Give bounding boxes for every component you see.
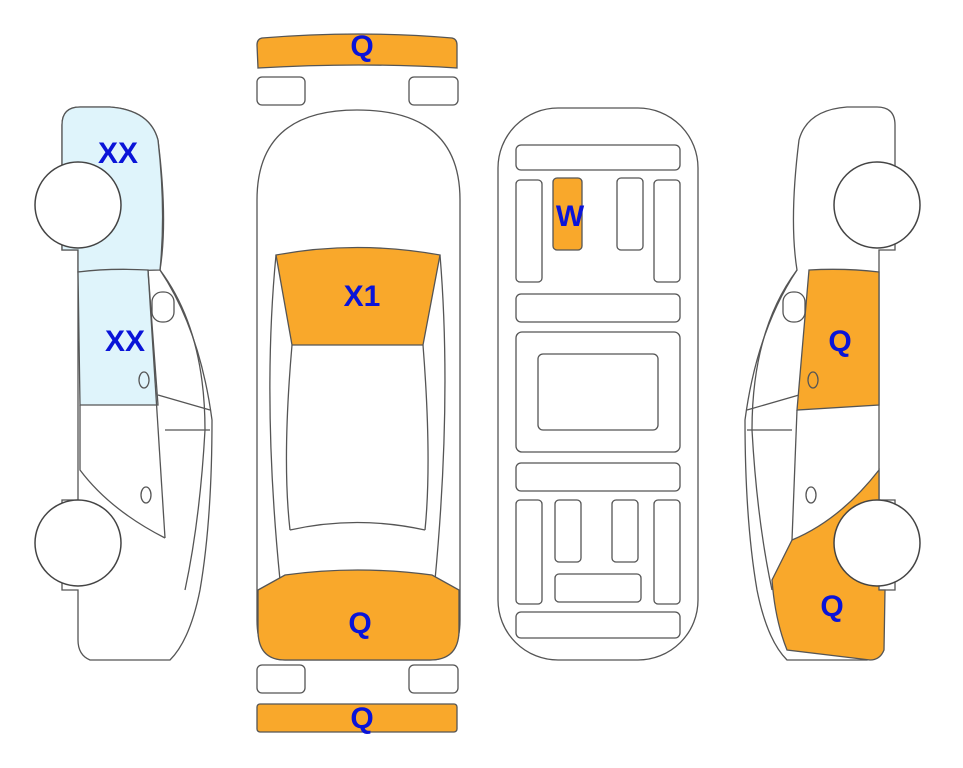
- label-rear-top: Q: [348, 607, 371, 640]
- underbody-view: W: [497, 107, 699, 661]
- left-rear-wheel: [34, 499, 122, 587]
- right-front-wheel: [833, 161, 921, 249]
- label-front-bumper: Q: [350, 30, 373, 63]
- label-windshield: X1: [344, 280, 381, 313]
- rear-bumper[interactable]: [256, 703, 458, 733]
- right-rear-wheel: [833, 499, 921, 587]
- label-rear-bumper: Q: [350, 702, 373, 735]
- underbody-part[interactable]: [552, 177, 583, 251]
- right-side-view: Q Q: [744, 106, 921, 661]
- label-underbody: W: [556, 200, 585, 233]
- top-view: Q X1 Q Q: [256, 30, 461, 735]
- left-front-door[interactable]: [77, 268, 159, 406]
- left-front-wheel: [34, 161, 122, 249]
- label-right-rear-door: Q: [828, 325, 851, 358]
- label-right-rear-quarter: Q: [820, 590, 843, 623]
- rear-top[interactable]: [257, 569, 460, 661]
- label-left-front-fender: XX: [98, 137, 138, 170]
- label-left-front-door: XX: [105, 325, 145, 358]
- front-bumper[interactable]: [256, 33, 458, 69]
- left-side-view: XX XX: [34, 106, 213, 661]
